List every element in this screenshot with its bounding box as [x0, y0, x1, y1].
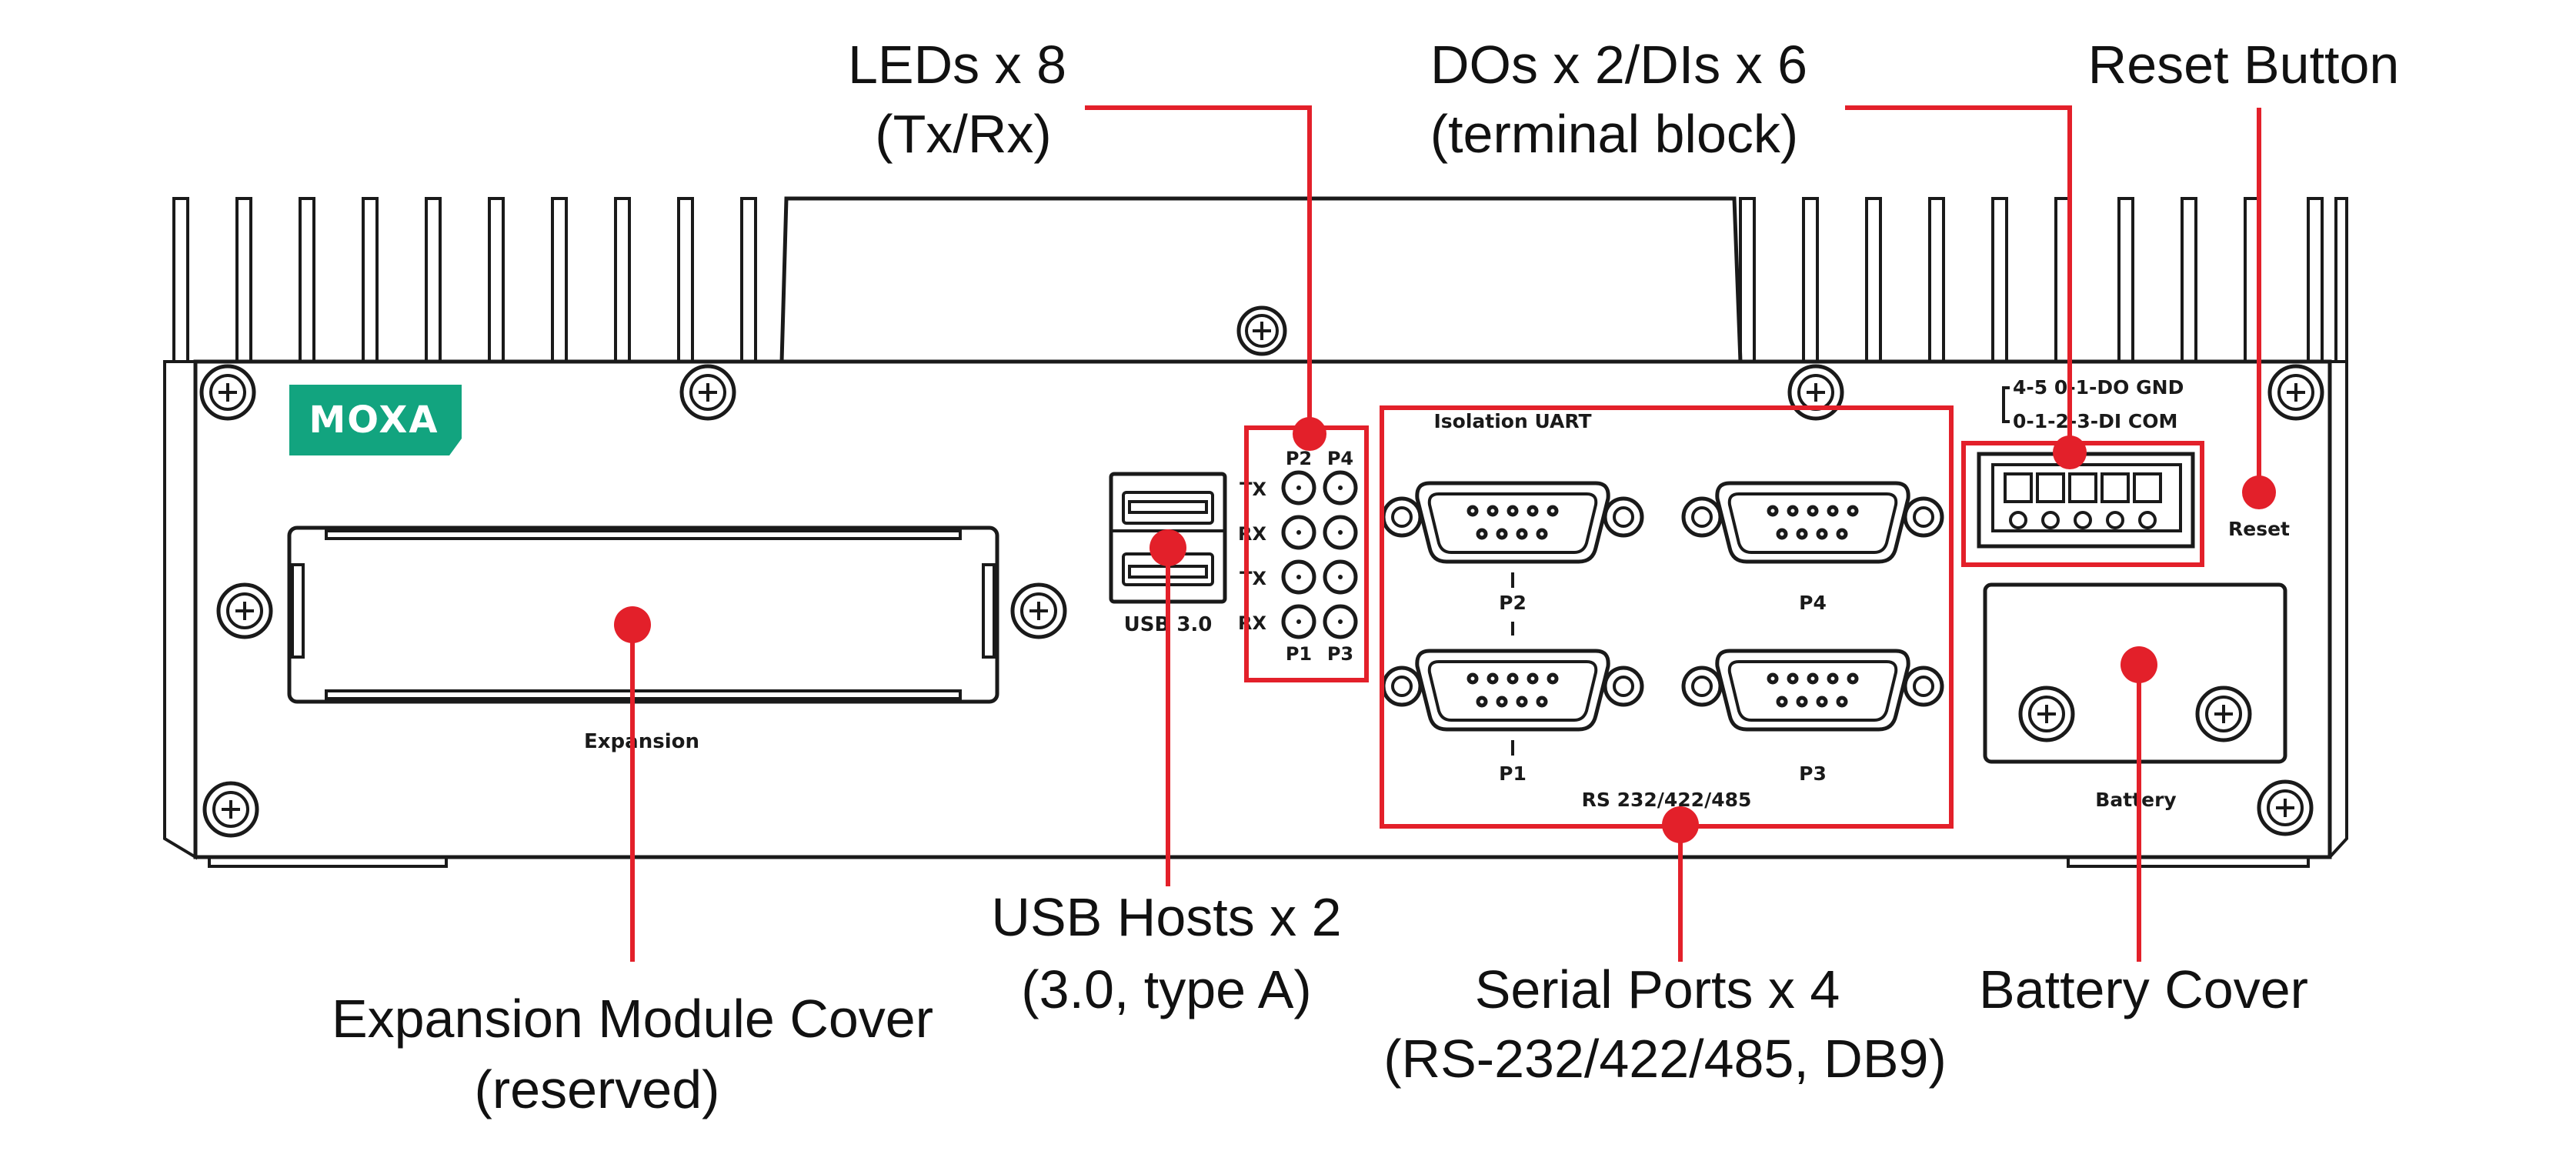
serial-ports: Isolation UART P2 P4: [1381, 410, 1944, 811]
marker-dot: [1293, 417, 1326, 451]
serial-port-label: P4: [1799, 592, 1827, 614]
screw: [1787, 364, 1844, 421]
callout-leds-line2: (Tx/Rx): [875, 104, 1051, 164]
leader-dio: [1845, 105, 2087, 469]
leader-battery: [2121, 646, 2157, 962]
heatsink-left: [172, 197, 757, 362]
leader-usb: [1150, 529, 1186, 886]
db9-port: P4: [1681, 481, 1944, 614]
led-row-label: TX: [1240, 568, 1266, 589]
expansion-label: Expansion: [584, 730, 699, 753]
leader-serial: [1662, 806, 1699, 962]
marker-dot: [1662, 806, 1699, 843]
marker-dot: [1150, 529, 1186, 566]
serial-port-label: P1: [1499, 762, 1527, 785]
dio-terminal-block: 4-5 0-1-DO GND 0-1-2-3-DI COM: [1977, 376, 2195, 549]
screw: [2018, 686, 2075, 742]
screw: [1010, 582, 1067, 639]
led-indicator: [1281, 604, 1316, 639]
led-port-top-2: P4: [1327, 448, 1353, 469]
isolation-uart-label: Isolation UART: [1433, 410, 1591, 432]
callout-serial-line1: Serial Ports x 4: [1475, 959, 1840, 1019]
led-row-label: RX: [1238, 612, 1266, 634]
screw: [2267, 364, 2324, 421]
screw: [2257, 779, 2314, 836]
marker-dot: [614, 606, 651, 643]
callout-usb-line1: USB Hosts x 2: [991, 887, 1341, 947]
led-port-bottom-2: P3: [1327, 643, 1353, 665]
leader-leds: [1085, 105, 1326, 451]
callout-reset: Reset Button: [2088, 35, 2400, 95]
led-row-label: RX: [1238, 523, 1266, 545]
screw: [216, 582, 273, 639]
led-indicator: [1281, 559, 1316, 595]
callout-dio-line1: DOs x 2/DIs x 6: [1430, 35, 1807, 95]
led-indicator: [1323, 559, 1358, 595]
screw: [199, 364, 256, 421]
led-indicator: [1323, 515, 1358, 550]
serial-port-label: P3: [1799, 762, 1827, 785]
callout-usb-line2: (3.0, type A): [1021, 959, 1311, 1019]
heatsink-right: [1739, 197, 2348, 362]
battery-label: Battery: [2095, 789, 2176, 811]
callout-leds-line1: LEDs x 8: [848, 35, 1066, 95]
callout-expansion-line2: (reserved): [475, 1059, 720, 1119]
led-indicator: [1281, 515, 1316, 550]
serial-port-label: P2: [1499, 592, 1527, 614]
marker-dot: [2121, 646, 2157, 683]
marker-dot: [2053, 435, 2087, 469]
led-indicator: [1323, 470, 1358, 505]
dio-top-label: 4-5 0-1-DO GND: [2013, 376, 2184, 399]
screw: [202, 781, 259, 838]
serial-standard-label: RS 232/422/485: [1582, 789, 1752, 811]
reset-label: Reset: [2228, 518, 2290, 540]
reset-button: Reset: [2228, 518, 2290, 540]
callout-dio-line2: (terminal block): [1430, 104, 1798, 164]
led-port-bottom-1: P1: [1286, 643, 1312, 665]
moxa-logo: MOXA: [289, 385, 462, 455]
screw: [1236, 305, 1287, 356]
dio-bottom-label: 0-1-2-3-DI COM: [2013, 410, 2177, 432]
db9-port: P2: [1381, 481, 1644, 614]
screw: [679, 364, 736, 421]
led-indicator: [1281, 470, 1316, 505]
leader-reset: [2242, 108, 2276, 509]
screw: [2195, 686, 2252, 742]
db9-port: P3: [1681, 649, 1944, 785]
marker-dot: [2242, 475, 2276, 509]
leader-expansion: [614, 606, 651, 962]
led-port-top-1: P2: [1286, 448, 1312, 469]
moxa-logo-text: MOXA: [309, 399, 439, 442]
led-row-label: TX: [1240, 479, 1266, 500]
callout-expansion-line1: Expansion Module Cover: [332, 989, 933, 1049]
callout-serial-line2: (RS-232/422/485, DB9): [1383, 1029, 1947, 1089]
callout-battery: Battery Cover: [1979, 959, 2308, 1019]
led-indicator: [1323, 604, 1358, 639]
db9-port: P1: [1381, 622, 1644, 785]
